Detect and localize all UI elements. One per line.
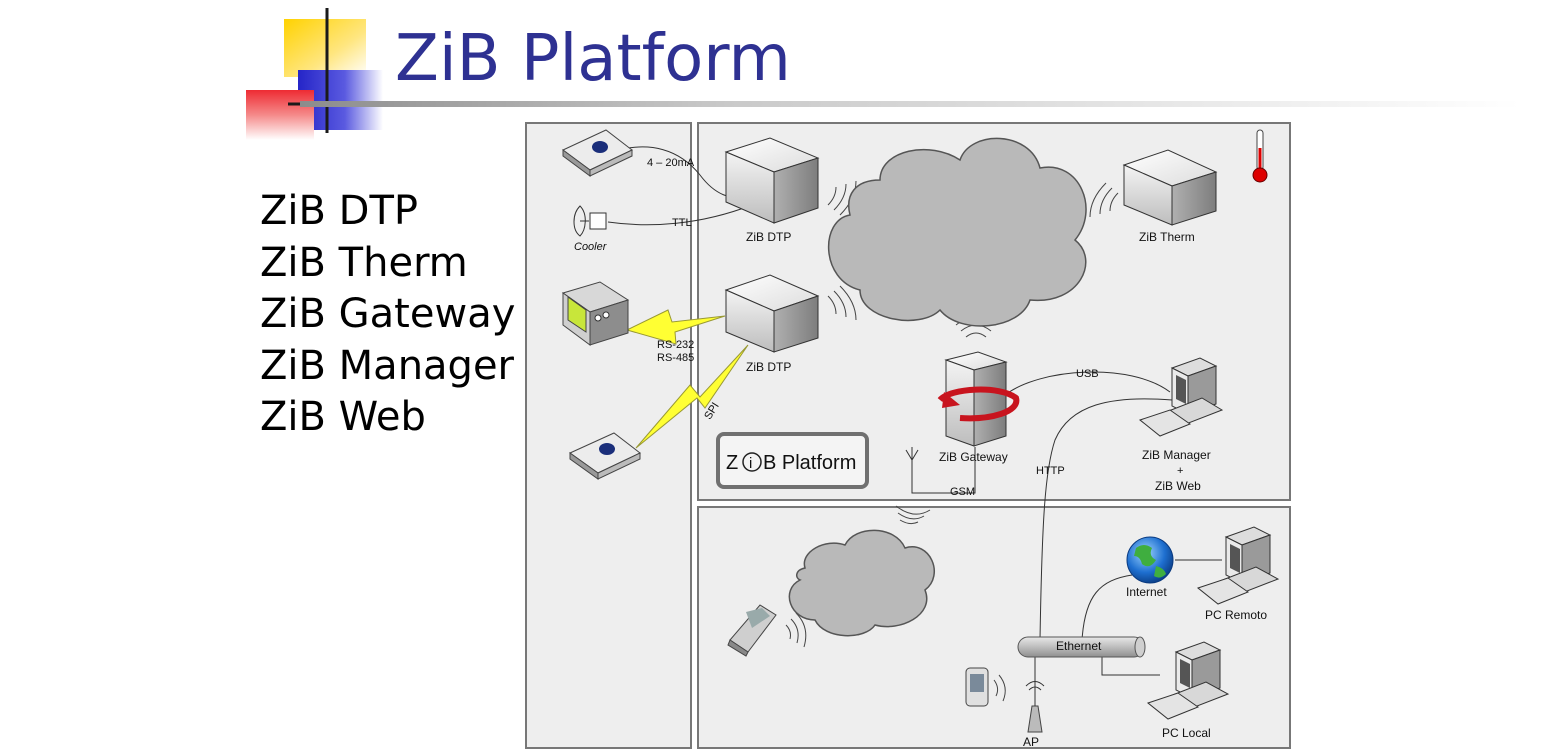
therm-label: ZiB Therm: [1139, 230, 1195, 244]
rs232-link-label: RS-232: [657, 339, 694, 351]
usb-wire: [1004, 371, 1171, 396]
analog-link-label: 4 – 20mA: [647, 157, 695, 169]
gsm-wire: [911, 447, 976, 494]
manager-label-line2: +: [1177, 465, 1183, 477]
globe-icon: [1126, 536, 1174, 584]
manager-label-line3: ZiB Web: [1155, 479, 1201, 493]
pda-icon: [965, 667, 989, 707]
ap-label: AP: [1023, 735, 1039, 749]
spi-lightning-icon: [635, 344, 749, 449]
internet-label: Internet: [1126, 585, 1167, 599]
component-list: ZiB DTP ZiB Therm ZiB Gateway ZiB Manage…: [260, 186, 515, 444]
server-box-icon: [724, 137, 820, 224]
pc-remote-label: PC Remoto: [1205, 608, 1267, 622]
fan-icon: [573, 205, 607, 237]
mobile-phone-icon: [727, 604, 777, 657]
desktop-pc-icon: [1146, 641, 1230, 720]
gateway-label: ZiB Gateway: [939, 450, 1008, 464]
title-underline: [300, 101, 1520, 107]
component-list-item: ZiB Manager: [260, 342, 515, 389]
platform-badge: Z i B Platform: [716, 432, 869, 489]
panel-meter-icon: [561, 281, 630, 346]
logo-yellow-square: [284, 19, 366, 77]
dtp-mid-label: ZiB DTP: [746, 360, 791, 374]
local-wire: [1101, 655, 1160, 676]
badge-suffix: B Platform: [763, 452, 856, 474]
desktop-pc-icon: [1196, 526, 1280, 605]
cloud-icon: [828, 137, 1087, 327]
sensor-icon: [562, 129, 633, 177]
internet-wire: [1081, 574, 1133, 641]
gateway-tower-icon: [937, 351, 1020, 447]
cloud-icon: [788, 529, 935, 637]
server-box-icon: [1122, 149, 1218, 226]
manager-label-line1: ZiB Manager: [1142, 448, 1211, 462]
wifi-signal-icon: [1089, 182, 1119, 218]
ttl-wire: [607, 204, 753, 226]
component-list-item: ZiB Web: [260, 394, 426, 440]
http-wire: [1039, 398, 1173, 641]
badge-mid: i: [749, 455, 752, 472]
http-link-label: HTTP: [1036, 465, 1065, 477]
component-list-item: ZiB DTP: [260, 188, 419, 234]
thermometer-icon: [1252, 129, 1268, 183]
component-list-item: ZiB Therm: [260, 239, 468, 286]
usb-link-label: USB: [1076, 368, 1099, 380]
sensor-icon: [569, 432, 641, 480]
ip-network-panel: [697, 506, 1291, 749]
wifi-signal-icon: [993, 674, 1006, 702]
logo-red-square: [246, 90, 314, 140]
slide-title: ZiB Platform: [395, 22, 791, 96]
server-box-icon: [724, 274, 820, 353]
desktop-pc-icon: [1138, 357, 1224, 437]
wifi-signal-icon: [895, 505, 931, 525]
badge-prefix: Z: [726, 452, 738, 474]
pc-local-label: PC Local: [1162, 726, 1211, 740]
serial-lightning-icon: [625, 309, 726, 345]
ttl-link-label: TTL: [672, 217, 692, 229]
cooler-label: Cooler: [574, 241, 608, 253]
ethernet-bus: [1017, 636, 1146, 658]
wifi-signal-icon: [827, 285, 857, 321]
badge-i-circle: [742, 452, 762, 472]
antenna-icon: [905, 447, 919, 470]
antenna-icon: [1025, 681, 1045, 733]
wifi-signal-icon: [785, 612, 807, 648]
dtp-top-label: ZiB DTP: [746, 230, 791, 244]
rs485-link-label: RS-485: [657, 352, 694, 364]
component-list-item: ZiB Gateway: [260, 291, 516, 337]
ethernet-link-label: Ethernet: [1056, 639, 1102, 653]
gsm-link-label: GSM: [950, 486, 975, 498]
